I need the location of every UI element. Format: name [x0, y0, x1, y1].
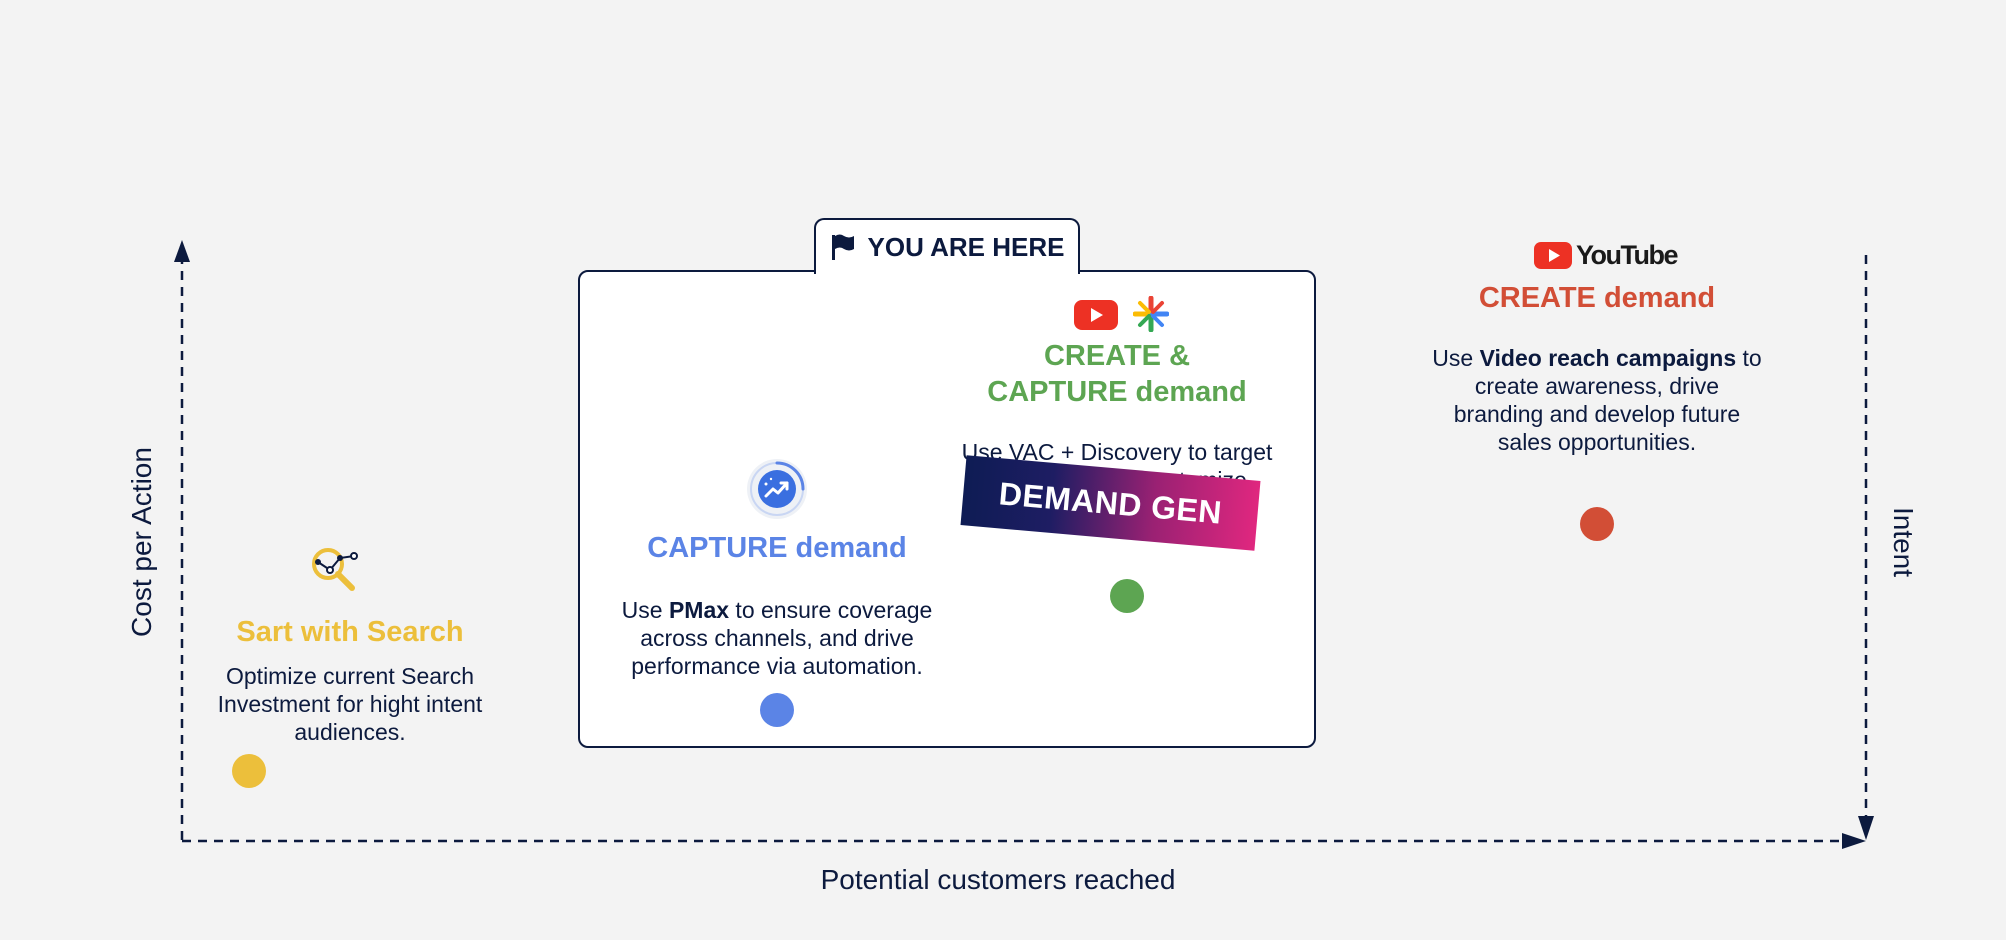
youtube-play-icon	[1534, 242, 1572, 269]
youtube-icon	[1074, 300, 1118, 335]
create-stage-description: Use Video reach campaigns to create awar…	[1432, 345, 1762, 455]
discovery-star-icon	[1132, 295, 1170, 337]
search-analytics-icon	[310, 546, 358, 599]
create-capture-stage-dot	[1110, 579, 1144, 613]
you-are-here-label: YOU ARE HERE	[867, 231, 1065, 262]
y-axis-arrow	[174, 240, 190, 262]
search-stage-description: Optimize current Search Investment for h…	[217, 663, 483, 745]
search-stage-dot	[232, 754, 266, 788]
flag-icon	[831, 234, 854, 260]
intent-axis-arrow	[1858, 816, 1874, 840]
create-capture-stage-title: CREATE &CAPTURE demand	[987, 340, 1247, 408]
search-stage-title: Sart with Search	[236, 616, 464, 648]
x-axis-label: Potential customers reached	[820, 864, 1176, 895]
pmax-icon	[746, 458, 808, 525]
create-stage-dot	[1580, 507, 1614, 541]
y-axis-label: Cost per Action	[126, 447, 157, 637]
you-are-here-tab: YOU ARE HERE	[814, 218, 1080, 274]
demand-gen-badge-label: DEMAND GEN	[997, 474, 1224, 531]
youtube-logo-text: YouTube	[1576, 240, 1678, 270]
create-stage-title: CREATE demand	[1478, 282, 1716, 314]
youtube-logo: YouTube	[1534, 240, 1678, 271]
x-axis-arrow	[1842, 833, 1866, 849]
capture-stage-description: Use PMax to ensure coverage across chann…	[621, 597, 933, 679]
intent-axis-label: Intent	[1888, 506, 1919, 578]
capture-stage-title: CAPTURE demand	[647, 532, 907, 564]
capture-stage-dot	[760, 693, 794, 727]
